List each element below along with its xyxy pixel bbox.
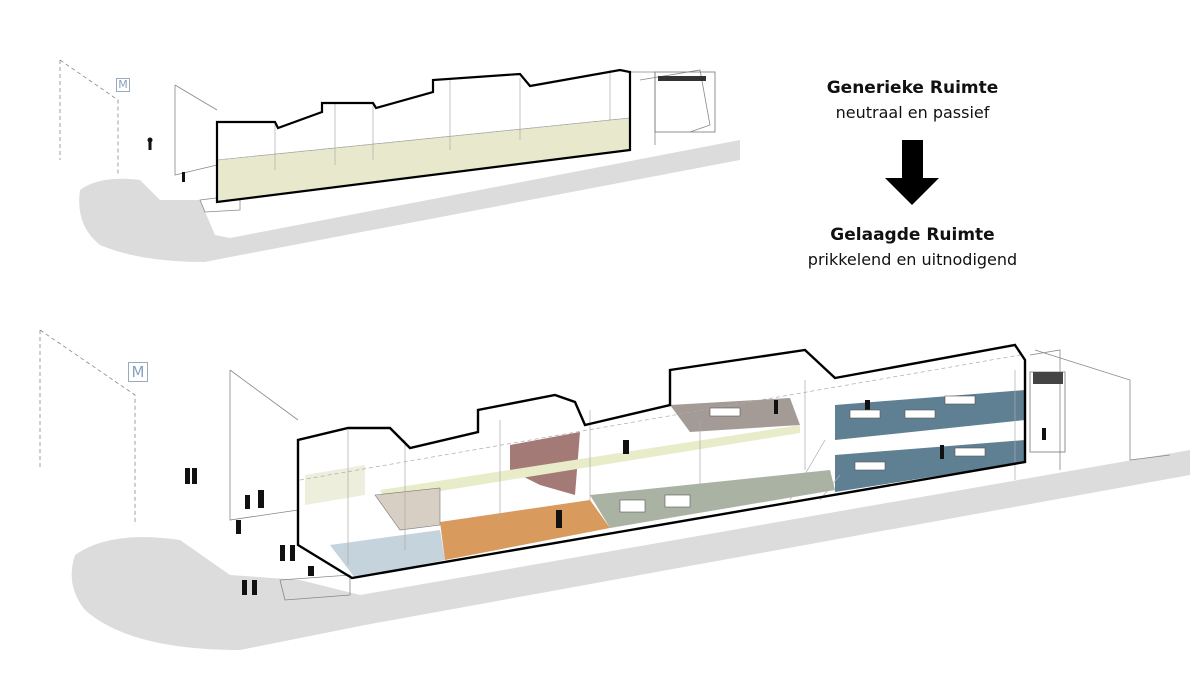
people-silhouettes	[185, 400, 1046, 595]
generic-space-axonometry	[59, 59, 740, 262]
railing-top	[658, 76, 706, 81]
tables	[619, 395, 986, 513]
ground-sidewalk-top	[79, 140, 740, 262]
stairs-top	[654, 71, 716, 133]
railing-bottom	[1033, 372, 1063, 384]
zone-mauve-fold	[510, 432, 580, 495]
interior-lines-top	[216, 70, 631, 170]
arrow-down-icon	[885, 140, 939, 205]
person-icon	[182, 172, 185, 182]
context-linework-bottom	[39, 329, 1171, 601]
zone-sage	[590, 470, 835, 528]
zone-pale-yellow	[305, 465, 365, 505]
person-icon	[148, 142, 152, 150]
generic-space-subtitle: neutraal en passief	[835, 103, 990, 122]
generic-building-outline	[215, 68, 632, 204]
zone-orange	[440, 500, 610, 560]
layered-space-title: Gelaagde Ruimte	[830, 225, 995, 245]
generic-space-title: Generieke Ruimte	[826, 78, 999, 98]
mezzanine-floor	[374, 487, 441, 531]
metro-sign-bottom: M	[128, 362, 148, 382]
metro-sign-top: M	[116, 78, 130, 92]
layered-building-outline	[296, 343, 1027, 580]
zone-lightblue-kitchen	[330, 530, 445, 578]
person-icon	[147, 137, 153, 143]
interior-lines-bottom	[299, 354, 1021, 565]
layered-space-axonometry	[39, 329, 1191, 650]
ground-sidewalk-bottom	[71, 450, 1191, 650]
layered-space-subtitle: prikkelend en uitnodigend	[807, 250, 1018, 269]
